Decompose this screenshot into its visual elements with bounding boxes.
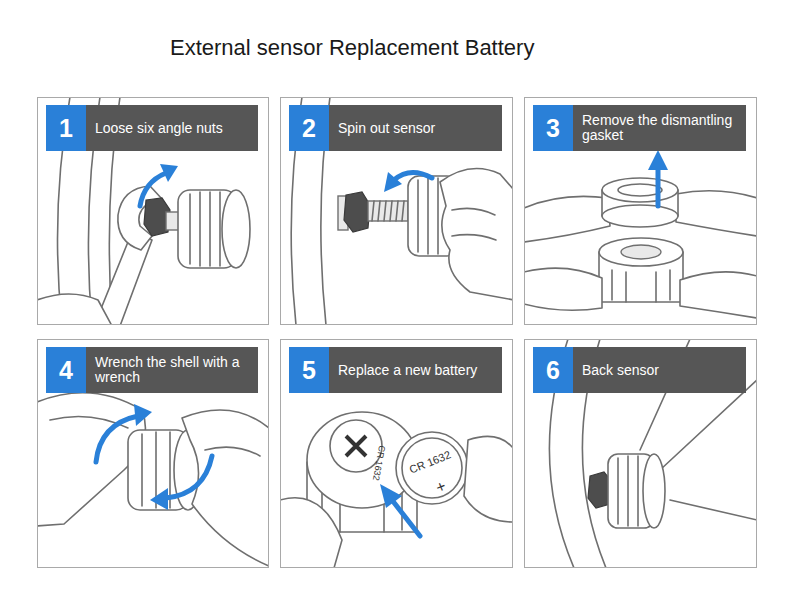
page-title: External sensor Replacement Battery: [170, 35, 534, 61]
arrow-head: [134, 404, 152, 426]
sensor-top: [599, 238, 683, 266]
battery-marking: CR 1632: [371, 445, 387, 482]
valve-thread: [368, 201, 408, 221]
step-instruction: Back sensor: [573, 347, 746, 393]
arrow-head: [150, 488, 168, 510]
thumb: [281, 498, 342, 567]
insert-arrow: [392, 500, 420, 536]
step-6-art: [549, 340, 756, 567]
step-instruction: Spin out sensor: [329, 105, 502, 151]
finger: [525, 268, 602, 310]
step-4-art: [38, 393, 268, 566]
step-number: 6: [533, 347, 573, 393]
step-instruction: Wrench the shell with a wrench: [86, 347, 258, 393]
step-panel: 4Wrench the shell with a wrench: [37, 339, 269, 568]
arrow-head: [380, 484, 402, 508]
battery-marking: +: [433, 477, 448, 497]
battery-rim: [402, 438, 462, 498]
step-panel: 6Back sensor: [524, 339, 757, 568]
arrow-head: [648, 150, 668, 170]
step-number: 3: [533, 105, 573, 151]
step-number: 5: [289, 347, 329, 393]
arrow-head: [160, 164, 178, 182]
turn-arrow: [140, 173, 166, 206]
turn-arrow: [96, 416, 138, 462]
finger: [680, 272, 756, 318]
hand: [38, 294, 112, 324]
step-instruction: Loose six angle nuts: [86, 105, 258, 151]
screw-cross: [346, 436, 366, 456]
gasket-bottom: [602, 205, 678, 227]
step-3-art: [525, 150, 756, 318]
hex-nut: [344, 192, 370, 232]
sensor-thread: [621, 245, 661, 259]
arrow-head: [384, 172, 402, 192]
step-instruction: Remove the dismantling gasket: [573, 105, 746, 151]
cap-ridges: [618, 456, 638, 526]
hand: [440, 169, 512, 300]
turn-arrow: [166, 456, 212, 498]
lift-arrow: [656, 168, 661, 206]
finger: [676, 191, 756, 236]
cap-ridges: [190, 192, 220, 266]
step-instruction: Replace a new battery: [329, 347, 502, 393]
finger: [525, 196, 610, 242]
step-number: 1: [46, 105, 86, 151]
step-5-art: [281, 412, 512, 567]
step-panel: 5Replace a new battery: [280, 339, 513, 568]
sensor-face: [222, 190, 250, 268]
step-panel: 3Remove the dismantling gasket: [524, 97, 757, 325]
body-ridges: [612, 270, 670, 302]
step-number: 4: [46, 347, 86, 393]
battery-marking: CR 1632: [408, 448, 453, 475]
turn-arrow: [394, 172, 432, 180]
sensor-face: [643, 454, 665, 528]
gasket-top: [602, 178, 678, 202]
step-panel: 2Spin out sensor: [280, 97, 513, 325]
coin-battery: [396, 432, 468, 504]
thread-lines: [372, 201, 404, 221]
cap-ridges: [418, 178, 438, 254]
gasket-hole: [618, 184, 662, 196]
step-panel: 1Loose six angle nuts: [37, 97, 269, 325]
fingers: [464, 436, 512, 522]
step-number: 2: [289, 105, 329, 151]
finger-lines: [452, 208, 496, 240]
